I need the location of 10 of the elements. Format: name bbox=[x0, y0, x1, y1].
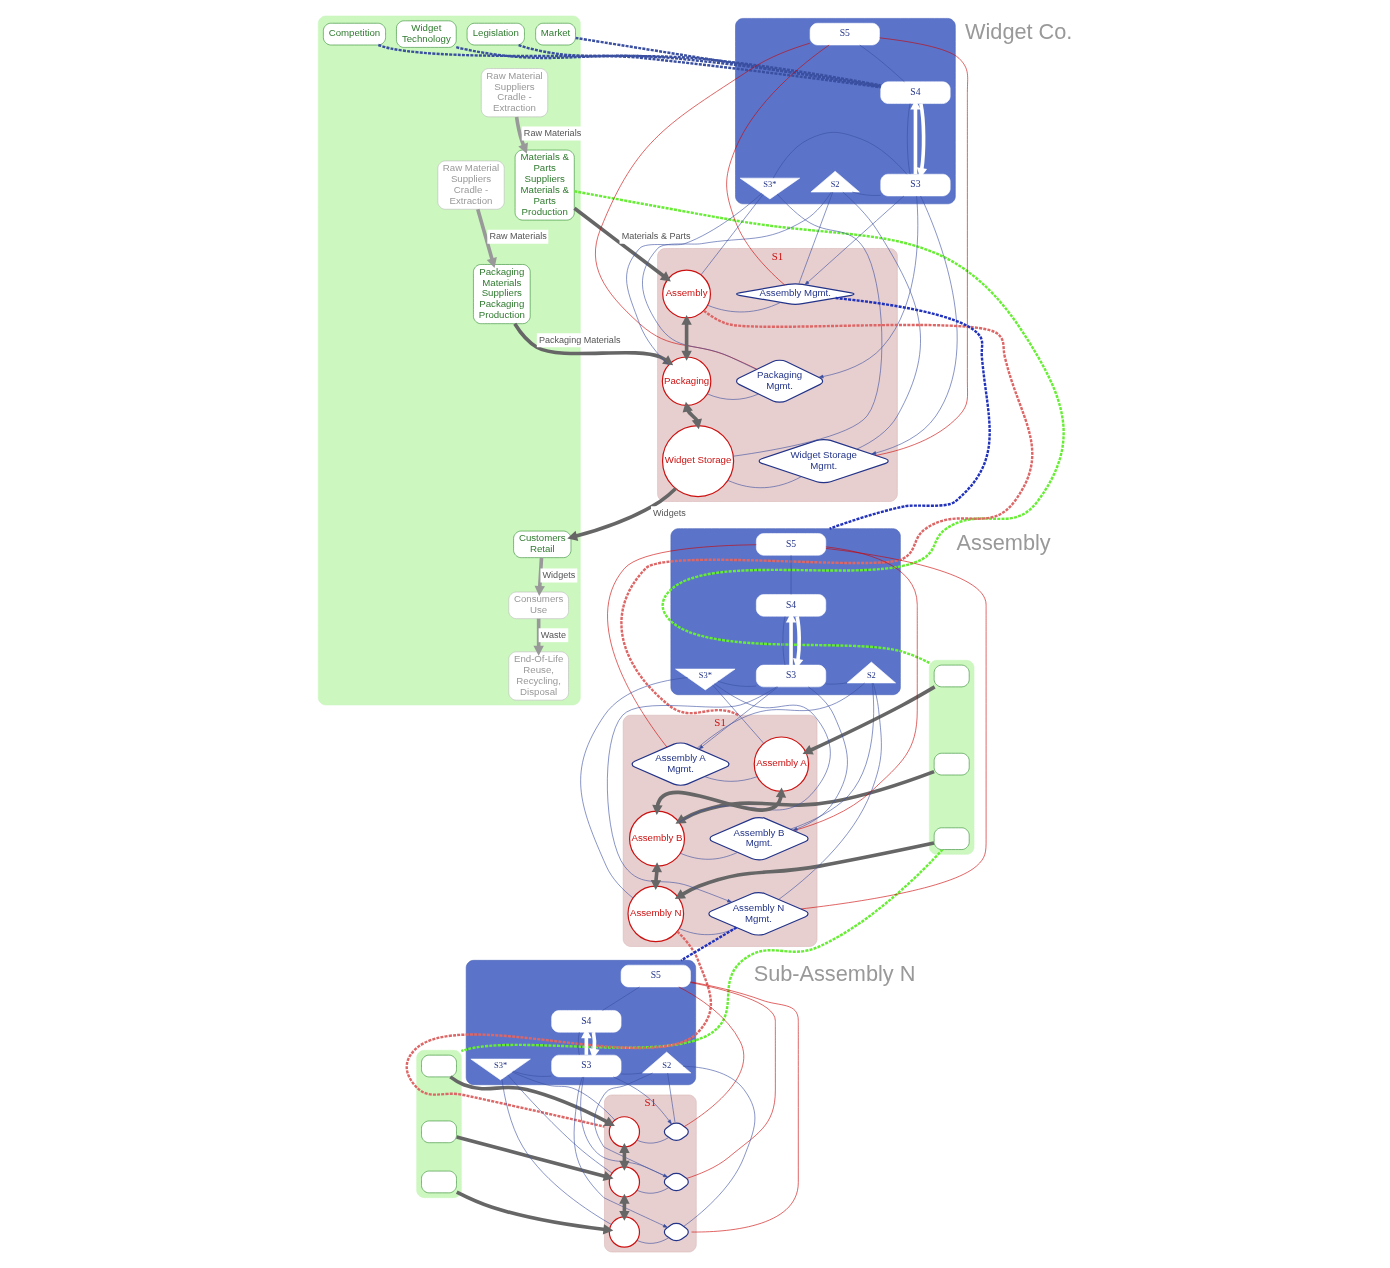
edge-label: Widgets bbox=[542, 569, 575, 580]
label: Widget Co. bbox=[964, 19, 1072, 45]
edge-label: Widgets bbox=[652, 507, 686, 518]
edge-label: Raw Materials bbox=[523, 127, 581, 138]
edge-label: Packaging Materials bbox=[538, 334, 620, 345]
label: Assembly bbox=[956, 529, 1051, 555]
edge-label: Materials & Parts bbox=[621, 231, 691, 242]
edge-label: Waste bbox=[540, 629, 566, 640]
label: Sub-Assembly N bbox=[753, 961, 915, 987]
edge-label: Raw Materials bbox=[488, 231, 547, 242]
